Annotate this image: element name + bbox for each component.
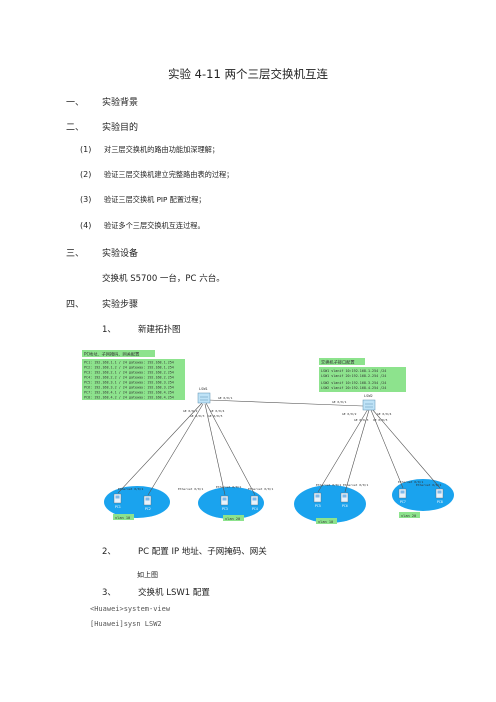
port-label: GE 0/0/2 bbox=[342, 412, 357, 416]
step-item: 3、交换机 LSW1 配置 bbox=[102, 588, 210, 598]
pc-label: PC5 bbox=[315, 504, 321, 508]
left-note-line: PC1: 192.168.1.1 / 24 gateway: 192.168.1… bbox=[84, 361, 174, 365]
pc-label: PC4 bbox=[252, 507, 258, 511]
pc-icon bbox=[113, 493, 122, 504]
pc-label: PC8 bbox=[437, 500, 443, 504]
link bbox=[205, 402, 256, 496]
right-note-line: LSW2 vlanif 10:192.168.3.254 /24 bbox=[321, 381, 386, 385]
right-note-lines: LSW1 vlanif 10:192.168.1.254 /24 LSW1 vl… bbox=[321, 369, 386, 390]
link bbox=[204, 403, 226, 496]
port-label: GE 0/0/4 bbox=[377, 412, 392, 416]
vlan-area bbox=[392, 479, 454, 511]
left-note-title: PC地址、子网掩码、网关配置 bbox=[84, 351, 139, 358]
port-label: GE 0/0/3 bbox=[354, 418, 369, 422]
pc-label: PC7 bbox=[400, 500, 406, 504]
vlan-tag: vlan 10 bbox=[115, 516, 130, 520]
code-line: [Huawei]sysn LSW2 bbox=[90, 620, 162, 628]
link bbox=[344, 409, 370, 493]
pc-label: PC6 bbox=[342, 504, 348, 508]
left-note-line: PC6: 192.168.3.2 / 24 gateway: 192.168.3… bbox=[84, 386, 174, 390]
port-label: Ethernet 0/0/1 bbox=[416, 483, 441, 487]
left-note-lines: PC1: 192.168.1.1 / 24 gateway: 192.168.1… bbox=[84, 361, 174, 400]
port-label: GE 0/0/2 bbox=[183, 409, 198, 413]
section-heading-purpose: 二、实验目的 bbox=[66, 123, 139, 133]
code-line: <Huawei>system-view bbox=[90, 605, 171, 613]
port-label: Ethernet 0/0/1 bbox=[216, 485, 241, 489]
port-label: GE 0/0/1 bbox=[332, 400, 347, 404]
left-note-title-bg bbox=[82, 350, 155, 357]
switch-icon bbox=[197, 392, 211, 404]
pc-icon bbox=[220, 495, 229, 506]
step-item: 2、PC 配置 IP 地址、子网掩码、网关 bbox=[102, 547, 267, 557]
pc-icon bbox=[313, 492, 322, 503]
port-label: GE 0/0/1 bbox=[218, 396, 233, 400]
switch-label: LSW1 bbox=[199, 387, 208, 391]
link bbox=[147, 403, 204, 496]
pc-icon bbox=[250, 495, 259, 506]
left-note-bg bbox=[82, 359, 185, 400]
objective-item: (2)验证三层交换机建立完整路由表的过程； bbox=[80, 170, 234, 179]
vlan-area bbox=[198, 487, 264, 519]
pc-icon bbox=[340, 492, 349, 503]
link bbox=[371, 408, 441, 489]
vlan-tag: vlan 10 bbox=[318, 520, 333, 524]
port-label: Ethernet 0/0/1 bbox=[248, 487, 273, 491]
left-note-line: PC4: 192.168.2.2 / 24 gateway: 192.168.2… bbox=[84, 376, 174, 380]
left-note-line: PC2: 192.168.1.2 / 24 gateway: 192.168.1… bbox=[84, 366, 174, 370]
vlan-tag-bg bbox=[113, 514, 134, 520]
pc-label: PC3 bbox=[222, 507, 228, 511]
pc-label: PC1 bbox=[115, 505, 121, 509]
port-label: GE 0/0/5 bbox=[373, 418, 388, 422]
objective-item: (4)验证多个三层交换机互连过程。 bbox=[80, 221, 205, 230]
section-heading-background: 一、实验背景 bbox=[66, 98, 139, 108]
section-heading-equipment: 三、实验设备 bbox=[66, 249, 139, 259]
pc-icon bbox=[398, 488, 407, 499]
right-note-bg bbox=[319, 367, 406, 392]
left-note-line: PC3: 192.168.2.1 / 24 gateway: 192.168.2… bbox=[84, 371, 174, 375]
page-title: 实验 4-11 两个三层交换机互连 bbox=[168, 67, 328, 81]
right-note-title-bg bbox=[319, 358, 365, 365]
pc-icon bbox=[143, 495, 152, 506]
link bbox=[117, 402, 203, 494]
vlan-tag-bg bbox=[399, 512, 420, 518]
port-label: GE 0/0/4 bbox=[210, 409, 225, 413]
link bbox=[317, 408, 369, 493]
port-label: GE 0/0/5 bbox=[208, 414, 223, 418]
switch-label: LSW2 bbox=[364, 394, 373, 398]
link bbox=[370, 409, 404, 489]
vlan-tag: vlan 20 bbox=[401, 514, 416, 518]
right-note-line: LSW1 vlanif 20:192.168.2.254 /24 bbox=[321, 374, 386, 378]
port-label: Ethernet 0/0/1 bbox=[118, 487, 143, 491]
port-label: Ethernet 0/0/1 bbox=[178, 487, 203, 491]
vlan-tag-bg bbox=[316, 518, 337, 524]
vlan-tag-bg bbox=[223, 515, 244, 521]
step-item: 1、新建拓扑图 bbox=[102, 325, 181, 335]
vlan-area bbox=[294, 485, 366, 523]
right-note-line: LSW1 vlanif 10:192.168.1.254 /24 bbox=[321, 369, 386, 373]
step-note: 如上图 bbox=[137, 571, 158, 579]
trunk-link bbox=[207, 399, 364, 407]
equipment-text: 交换机 S5700 一台，PC 六台。 bbox=[102, 274, 225, 284]
left-note-line: PC8: 192.168.4.2 / 24 gateway: 192.168.4… bbox=[84, 396, 174, 400]
topology-diagram: PC地址、子网掩码、网关配置 PC1: 192.168.1.1 / 24 gat… bbox=[82, 350, 454, 524]
right-note-title: 交换机子接口配置 bbox=[321, 359, 355, 366]
links bbox=[117, 399, 441, 496]
port-label: Ethernet 0/0/1 bbox=[398, 480, 423, 484]
section-heading-steps: 四、实验步骤 bbox=[66, 300, 139, 310]
pc-label: PC2 bbox=[145, 507, 151, 511]
pc-icon bbox=[435, 488, 444, 499]
objective-item: (3)验证三层交换机 PIP 配置过程； bbox=[80, 195, 206, 204]
port-label: GE 0/0/3 bbox=[190, 414, 205, 418]
right-note-line: LSW2 vlanif 20:192.168.4.254 /24 bbox=[321, 386, 386, 390]
left-note-line: PC5: 192.168.3.1 / 24 gateway: 192.168.3… bbox=[84, 381, 174, 385]
objective-item: (1)对三层交换机的路由功能加深理解； bbox=[80, 145, 220, 154]
port-label: Ethernet 0/0/1 bbox=[343, 483, 368, 487]
switch-icon bbox=[362, 399, 376, 411]
vlan-tag: vlan 20 bbox=[225, 517, 240, 521]
port-label: Ethernet 0/0/1 bbox=[316, 483, 341, 487]
left-note-line: PC7: 192.168.4.1 / 24 gateway: 192.168.4… bbox=[84, 391, 174, 395]
